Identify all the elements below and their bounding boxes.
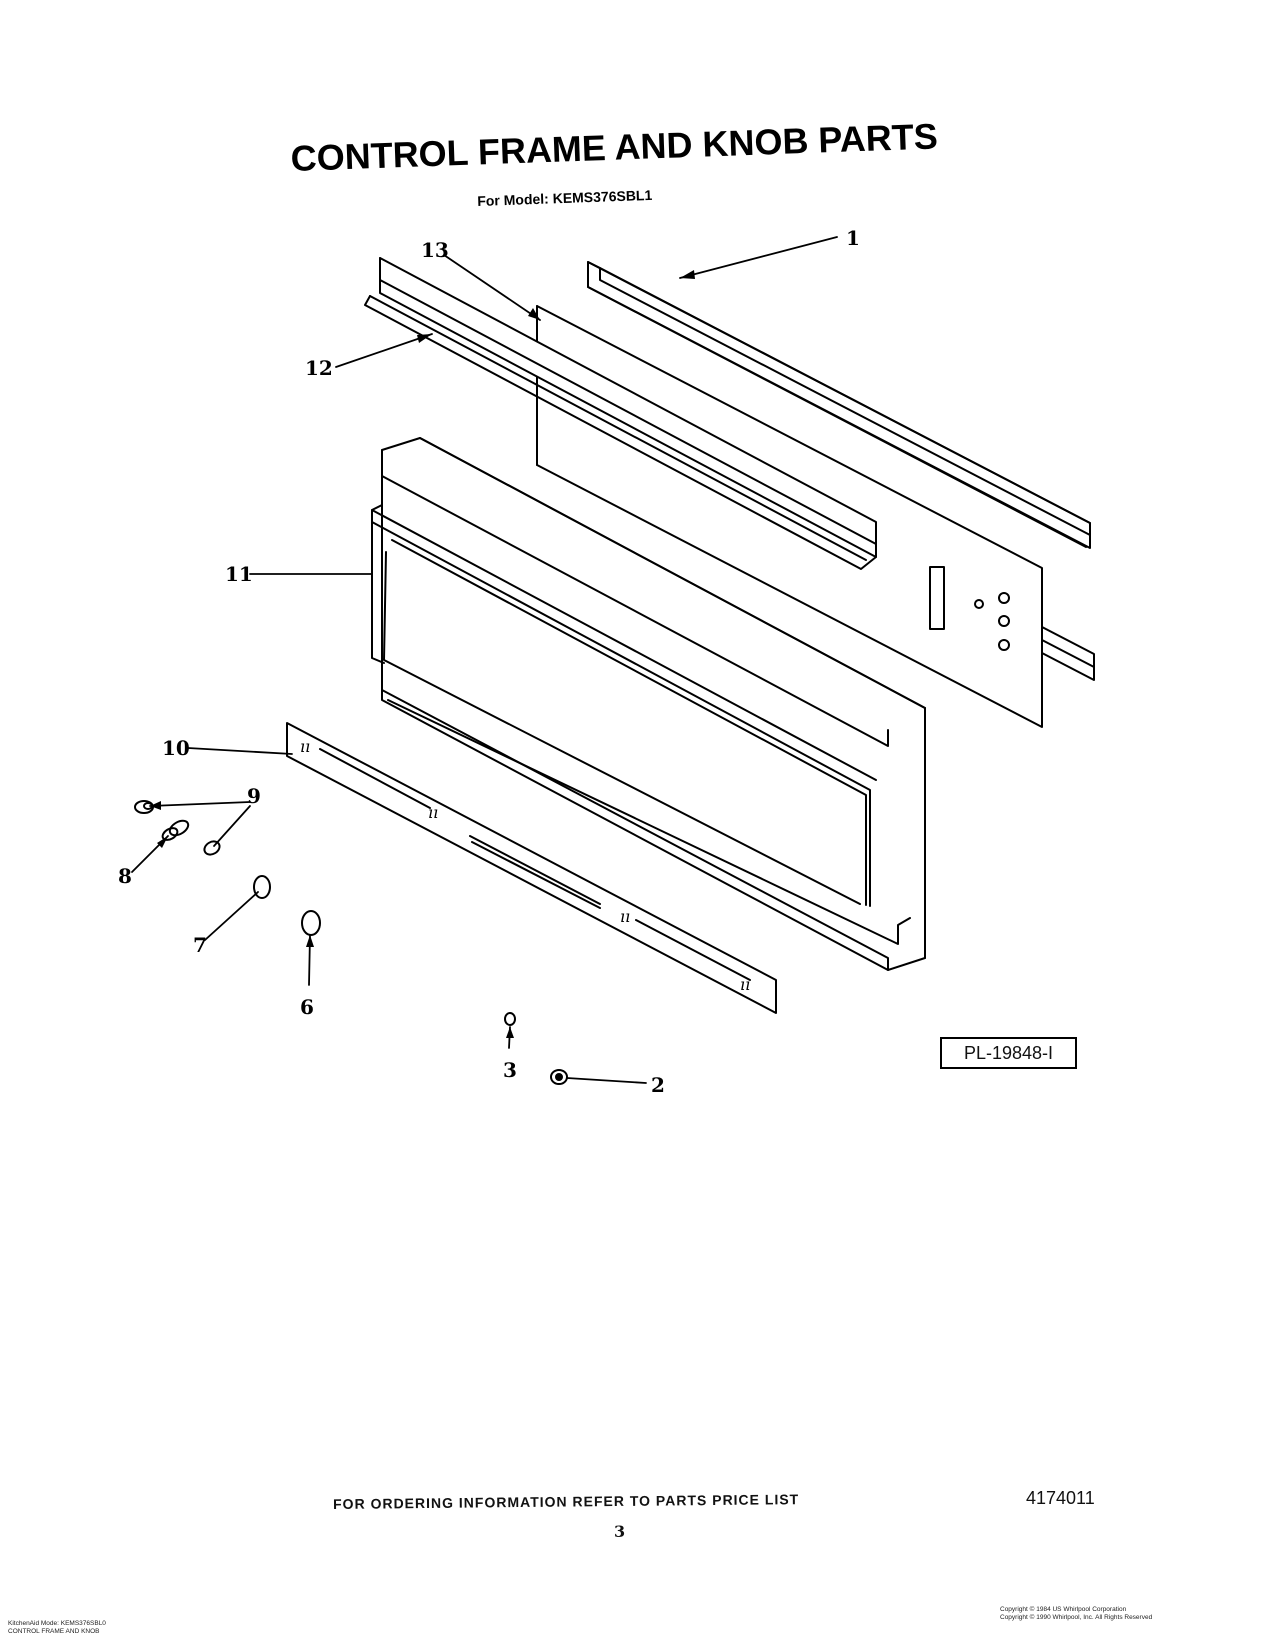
leader-lines (131, 236, 838, 1084)
page-number: 3 (614, 1522, 626, 1541)
svg-text:ıı: ıı (620, 907, 630, 926)
callout-13: 13 (421, 238, 449, 262)
part-1-rear-rail (587, 261, 1091, 549)
svg-text:ıı: ıı (740, 975, 750, 994)
part-10-lower-trim-strip: ıı ıı ıı ıı (286, 722, 777, 1014)
document-number: 4174011 (1026, 1488, 1095, 1508)
diagram-code-box: PL-19848-I (940, 1037, 1077, 1069)
part-3-screw (504, 1012, 516, 1026)
part-8-knob (161, 819, 190, 841)
callout-8: 8 (118, 864, 132, 888)
lower-rail-stub (1041, 626, 1095, 681)
callout-6: 6 (300, 995, 314, 1019)
callout-10: 10 (162, 736, 190, 760)
callout-11: 11 (225, 562, 253, 586)
callout-12: 12 (305, 356, 333, 380)
copyright-line2: Copyright © 1990 Whirlpool, Inc. All Rig… (1000, 1614, 1153, 1621)
bottom-left-caption: KitchenAid Mode: KEMS376SBL0 CONTROL FRA… (8, 1620, 106, 1636)
callout-2: 2 (651, 1073, 665, 1097)
part-9-knob-right (203, 840, 221, 856)
part-7-knob (253, 875, 271, 899)
callout-7: 7 (193, 933, 207, 957)
part-6-knob (301, 910, 321, 936)
copyright-notice: Copyright © 1984 US Whirlpool Corporatio… (1000, 1606, 1152, 1622)
callout-1: 1 (846, 226, 860, 250)
svg-text:ıı: ıı (428, 803, 438, 822)
part-12-front-trim-rail (364, 257, 877, 570)
callout-9: 9 (247, 784, 261, 808)
callout-3: 3 (503, 1058, 517, 1082)
part-9-knob-left (134, 800, 154, 814)
copyright-line1: Copyright © 1984 US Whirlpool Corporatio… (1000, 1606, 1127, 1613)
part-2-screw (550, 1069, 568, 1085)
part-11-main-frame (371, 437, 926, 971)
bottom-left-line2: CONTROL FRAME AND KNOB (8, 1628, 100, 1635)
bottom-left-line1: KitchenAid Mode: KEMS376SBL0 (8, 1620, 106, 1627)
svg-text:ıı: ıı (300, 737, 310, 756)
